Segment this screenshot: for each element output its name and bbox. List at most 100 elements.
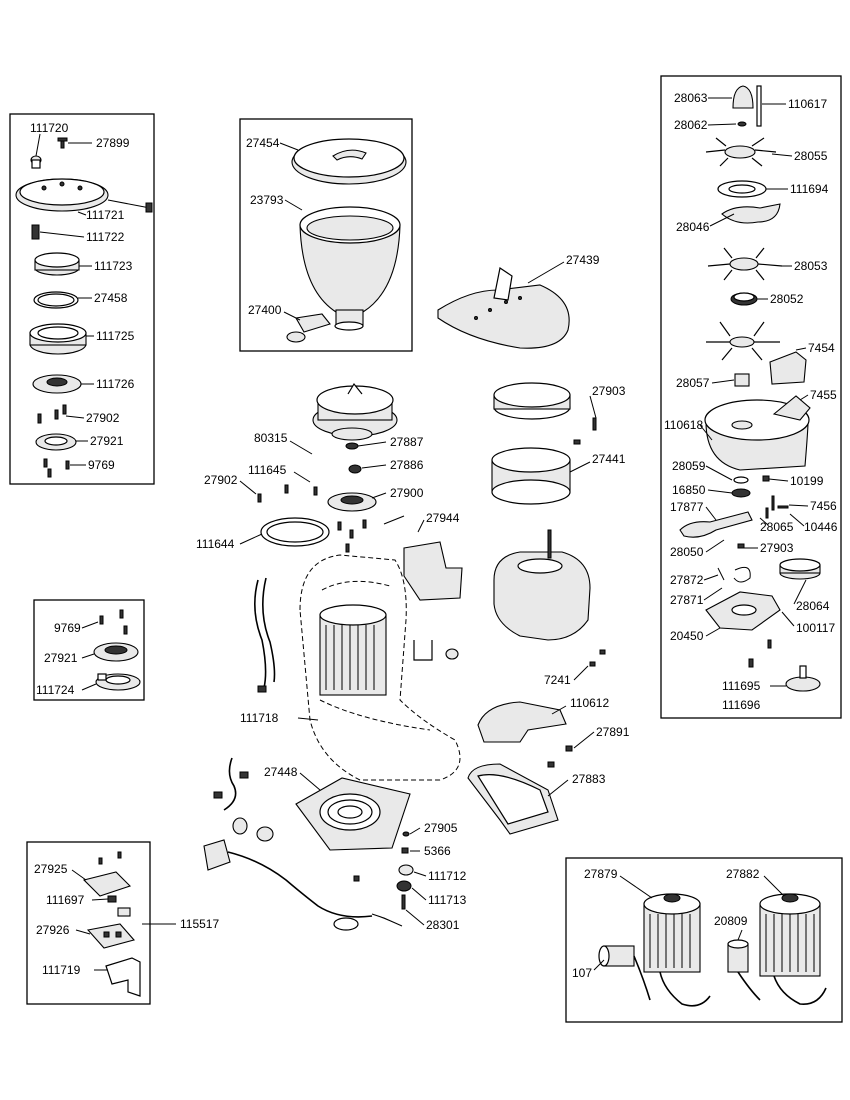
part-screws-27902 bbox=[37, 404, 67, 424]
part-motor-27879 bbox=[643, 893, 711, 1007]
part-grinder-body-111718 bbox=[299, 554, 461, 781]
part-burr-ring-27441 bbox=[491, 382, 571, 505]
part-burr-holder-111724 bbox=[95, 673, 141, 691]
part-base-plate-20450 bbox=[705, 591, 781, 631]
part-chute-7455 bbox=[772, 395, 811, 421]
part-switch-board-27926 bbox=[86, 923, 135, 949]
label-27903-center: 27903 bbox=[592, 384, 626, 398]
label-27454: 27454 bbox=[246, 136, 280, 150]
label-111712: 111712 bbox=[428, 869, 467, 883]
part-screw-27899 bbox=[57, 137, 68, 149]
label-28062: 28062 bbox=[674, 118, 708, 132]
label-27448: 27448 bbox=[264, 765, 298, 779]
part-star-28055b bbox=[706, 321, 780, 361]
part-motor-27882 bbox=[759, 893, 827, 1005]
part-hopper-lid-27454 bbox=[291, 138, 407, 185]
part-small-parts-bottom bbox=[353, 831, 414, 910]
label-111644: 111644 bbox=[196, 537, 235, 551]
label-28057: 28057 bbox=[676, 376, 710, 390]
part-small-parts-doser bbox=[731, 475, 789, 519]
label-23793: 23793 bbox=[250, 193, 284, 207]
label-27441: 27441 bbox=[592, 452, 626, 466]
label-28055: 28055 bbox=[794, 149, 828, 163]
label-28065: 28065 bbox=[760, 520, 794, 534]
label-20450: 20450 bbox=[670, 629, 704, 643]
label-27883: 27883 bbox=[572, 772, 606, 786]
part-base-plate-27448 bbox=[295, 777, 411, 851]
part-capacitor-20809 bbox=[727, 939, 761, 1001]
label-27891: 27891 bbox=[596, 725, 630, 739]
box-switch-group bbox=[26, 841, 151, 1005]
label-27886: 27886 bbox=[390, 458, 424, 472]
label-111721: 111721 bbox=[86, 208, 125, 222]
part-adjustment-collar bbox=[15, 178, 153, 213]
label-5366: 5366 bbox=[424, 844, 451, 858]
label-27871: 27871 bbox=[670, 593, 704, 607]
label-9769-left: 9769 bbox=[88, 458, 115, 472]
label-28059: 28059 bbox=[672, 459, 706, 473]
part-bracket-27944 bbox=[403, 541, 463, 601]
label-27921-left: 27921 bbox=[90, 434, 124, 448]
part-cap-28064 bbox=[779, 558, 821, 580]
part-capacitor-107 bbox=[598, 945, 651, 1001]
label-28063: 28063 bbox=[674, 91, 708, 105]
part-pin-27903 bbox=[737, 543, 745, 549]
part-plate-28046 bbox=[721, 203, 781, 224]
part-ring-111723 bbox=[34, 252, 80, 276]
label-100117: 100117 bbox=[796, 621, 835, 635]
label-110617: 110617 bbox=[788, 97, 827, 111]
label-111724: 111724 bbox=[36, 683, 75, 697]
label-111719: 111719 bbox=[42, 963, 81, 977]
part-burr-27921-top bbox=[35, 433, 77, 451]
label-111718: 111718 bbox=[240, 711, 279, 725]
part-screws-9769-box bbox=[99, 609, 128, 635]
label-111723: 111723 bbox=[94, 259, 133, 273]
part-star-28053 bbox=[707, 247, 783, 281]
label-27902-left: 27902 bbox=[86, 411, 120, 425]
part-strain-reliefs bbox=[232, 817, 274, 842]
label-10446: 10446 bbox=[804, 520, 838, 534]
label-111697: 111697 bbox=[46, 893, 85, 907]
label-27900: 27900 bbox=[390, 486, 424, 500]
part-oring-27458 bbox=[33, 291, 79, 309]
part-washer-28062 bbox=[737, 121, 747, 127]
label-27439: 27439 bbox=[566, 253, 600, 267]
label-9769-box: 9769 bbox=[54, 621, 81, 635]
box-hopper-group bbox=[239, 118, 413, 352]
label-10199: 10199 bbox=[790, 474, 824, 488]
label-111725: 111725 bbox=[96, 329, 135, 343]
part-hopper-23793 bbox=[299, 206, 401, 331]
label-27872: 27872 bbox=[670, 573, 704, 587]
box-burr-holder-group bbox=[33, 599, 145, 701]
label-110618: 110618 bbox=[664, 418, 703, 432]
label-27925: 27925 bbox=[34, 862, 68, 876]
label-27458: 27458 bbox=[94, 291, 128, 305]
label-80315: 80315 bbox=[254, 431, 288, 445]
part-burr-111726 bbox=[32, 374, 82, 394]
label-27926: 27926 bbox=[36, 923, 70, 937]
label-27921-box: 27921 bbox=[44, 651, 78, 665]
label-27944: 27944 bbox=[426, 511, 460, 525]
part-clip-center bbox=[413, 640, 459, 661]
part-knob-28063 bbox=[732, 85, 762, 127]
label-111720: 111720 bbox=[30, 121, 69, 135]
label-20809: 20809 bbox=[714, 914, 748, 928]
label-111722: 111722 bbox=[86, 230, 125, 244]
label-27879: 27879 bbox=[584, 867, 618, 881]
label-27903-right: 27903 bbox=[760, 541, 794, 555]
part-doser-base bbox=[493, 529, 591, 641]
part-adjustment-knob bbox=[30, 155, 42, 169]
box-doser-group bbox=[660, 75, 842, 719]
label-111695: 111695 bbox=[722, 679, 761, 693]
label-27882: 27882 bbox=[726, 867, 760, 881]
part-foot-111695 bbox=[748, 639, 821, 692]
part-switch-bracket-111719 bbox=[105, 957, 141, 997]
part-gasket-111644 bbox=[260, 517, 330, 547]
label-107: 107 bbox=[572, 966, 592, 980]
label-28301: 28301 bbox=[426, 918, 460, 932]
part-washer-27886 bbox=[348, 464, 362, 474]
part-ring-28052 bbox=[730, 292, 758, 306]
part-doser-lid-27439 bbox=[437, 267, 570, 349]
label-28052: 28052 bbox=[770, 292, 804, 306]
